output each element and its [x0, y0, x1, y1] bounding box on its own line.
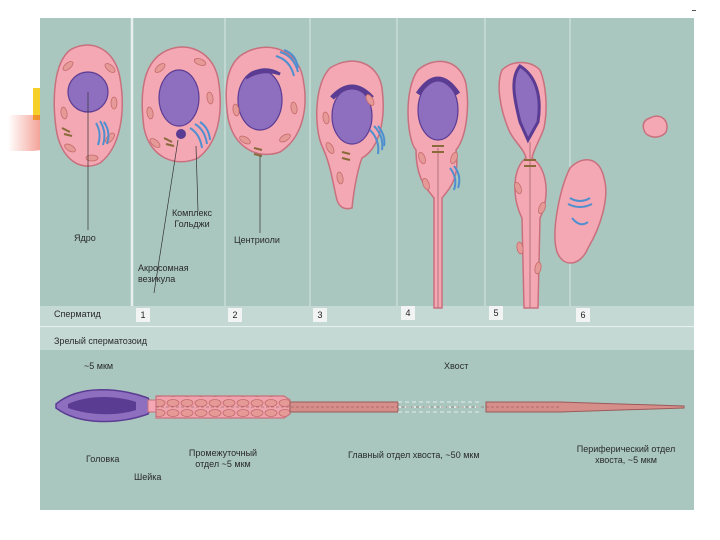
decorative-dash	[692, 10, 696, 11]
head-label: Головка	[86, 454, 120, 464]
spermatid-label: Сперматид	[54, 309, 101, 319]
spermatid-cell-1	[53, 44, 123, 230]
spermatid-cell-5	[407, 60, 469, 309]
golgi-5	[449, 165, 461, 191]
tail-label: Хвост	[444, 361, 469, 371]
spermatid-cell-6	[498, 61, 668, 309]
principal-piece-label: Главный отдел хвоста, ~50 мкм	[348, 450, 480, 460]
sperm-end-piece	[485, 401, 685, 413]
sperm-neck	[147, 399, 157, 413]
golgi-4	[369, 125, 386, 155]
mature-sperm-header-band	[40, 328, 694, 350]
mature-sperm	[55, 389, 685, 423]
diagram-canvas	[40, 18, 694, 423]
spermiogenesis-figure: Ядро Комплекс Гольджи Центриоли Акросомн…	[40, 18, 694, 510]
golgi-3	[275, 49, 299, 77]
residual-fragment	[642, 115, 668, 138]
acrosomal-vesicle-label: Акросомная везикула	[138, 263, 189, 284]
stage-number-2: 2	[228, 308, 242, 322]
stage-number-3: 3	[313, 308, 327, 322]
golgi-label: Комплекс Гольджи	[171, 208, 213, 229]
midpiece-label: Промежуточный отдел ~5 мкм	[188, 448, 258, 469]
golgi-1	[95, 120, 110, 146]
mature-sperm-label: Зрелый сперматозоид	[54, 336, 148, 346]
spermatid-cell-2	[141, 46, 221, 294]
end-piece-label: Периферический отдел хвоста, ~5 мкм	[576, 444, 676, 465]
stage-number-6: 6	[576, 308, 590, 322]
stage-number-1: 1	[136, 308, 150, 322]
centrioles-label: Центриоли	[234, 235, 280, 245]
residual-body	[554, 158, 607, 264]
golgi-2	[189, 121, 211, 149]
nucleus-label: Ядро	[74, 233, 96, 243]
stage-number-5: 5	[489, 306, 503, 320]
stage-number-4: 4	[401, 306, 415, 320]
spermatid-cell-3	[225, 46, 306, 233]
spermatid-label-band	[40, 306, 694, 326]
head-size-label: ~5 мкм	[84, 361, 114, 371]
spermatid-cell-4	[316, 60, 386, 210]
neck-label: Шейка	[134, 472, 162, 482]
